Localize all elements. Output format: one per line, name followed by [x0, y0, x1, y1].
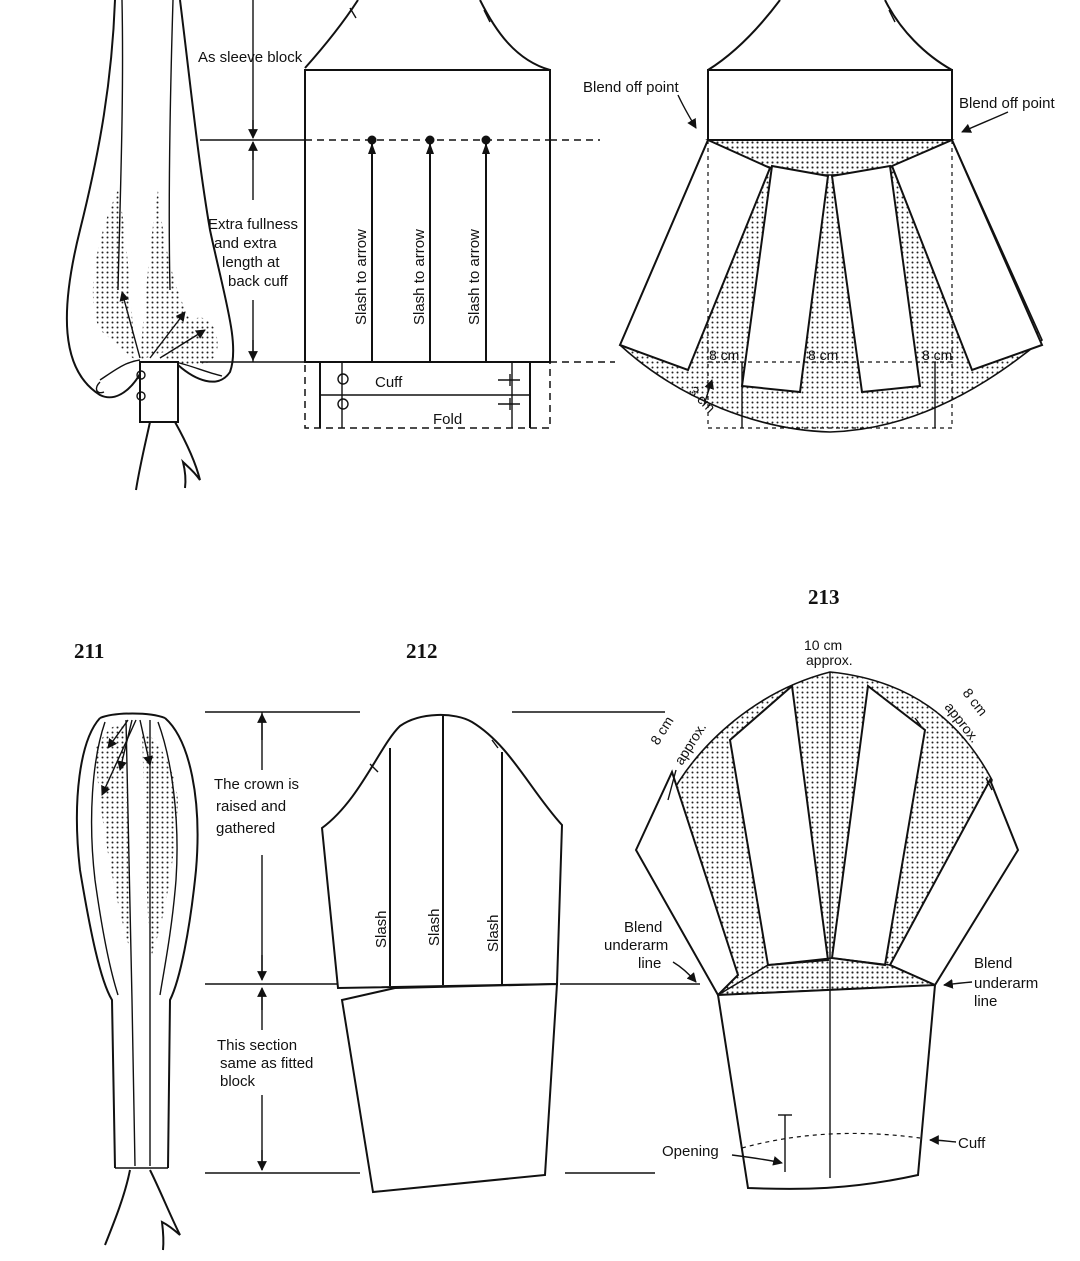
ten-cm-label: 10 cm: [804, 637, 842, 653]
slash-label-2: Slash: [426, 908, 443, 946]
top-sleeve-sketch: [65, 0, 235, 491]
eight-cm-left-label: 8 cm: [647, 713, 677, 747]
crown-note-line-1: The crown is: [214, 776, 299, 793]
eight-cm-label-1: 8 cm: [709, 347, 739, 363]
figure-number-212: 212: [406, 639, 438, 663]
figure-number-213: 213: [808, 585, 840, 609]
eight-cm-label-3: 8 cm: [922, 347, 952, 363]
top-middle-block: [200, 0, 615, 429]
extra-fullness-line-1: Extra fullness: [208, 216, 298, 233]
eight-cm-label-2: 8 cm: [808, 347, 838, 363]
section-note-line-2: same as fitted: [220, 1055, 313, 1072]
section-note-line-3: block: [220, 1073, 256, 1090]
extra-fullness-line-3: length at: [222, 254, 280, 271]
slash-label-3: Slash: [485, 914, 502, 952]
extra-fullness-line-4: back cuff: [228, 273, 289, 290]
crown-note-line-2: raised and: [216, 798, 286, 815]
blend-underarm-left-2: underarm: [604, 937, 668, 954]
bottom-middle-block: [205, 711, 700, 1194]
extra-fullness-line-2: and extra: [214, 235, 277, 252]
slash-label-1: Slash: [373, 910, 390, 948]
blend-underarm-right-3: line: [974, 993, 997, 1010]
section-note-line-1: This section: [217, 1037, 297, 1054]
cuff-label-bottom: Cuff: [958, 1135, 986, 1152]
blend-underarm-left-3: line: [638, 955, 661, 972]
ten-cm-approx-label: approx.: [806, 652, 853, 668]
blend-underarm-right-1: Blend: [974, 955, 1012, 972]
blend-off-point-left: Blend off point: [583, 79, 679, 96]
cuff-label-top: Cuff: [375, 374, 403, 391]
blend-underarm-left-1: Blend: [624, 919, 662, 936]
figure-number-211: 211: [74, 639, 104, 663]
slash-to-arrow-label-3: Slash to arrow: [466, 229, 483, 325]
bottom-sleeve-sketch: [75, 712, 199, 1251]
bottom-right-spread: [634, 671, 1020, 1190]
slash-to-arrow-label-2: Slash to arrow: [411, 229, 428, 325]
fold-label: Fold: [433, 411, 462, 428]
top-right-spread: [618, 0, 1044, 433]
crown-note-line-3: gathered: [216, 820, 275, 837]
slash-to-arrow-label-1: Slash to arrow: [353, 229, 370, 325]
opening-label: Opening: [662, 1143, 719, 1160]
blend-underarm-right-2: underarm: [974, 975, 1038, 992]
as-sleeve-block-label: As sleeve block: [198, 49, 303, 66]
blend-off-point-right: Blend off point: [959, 95, 1055, 112]
